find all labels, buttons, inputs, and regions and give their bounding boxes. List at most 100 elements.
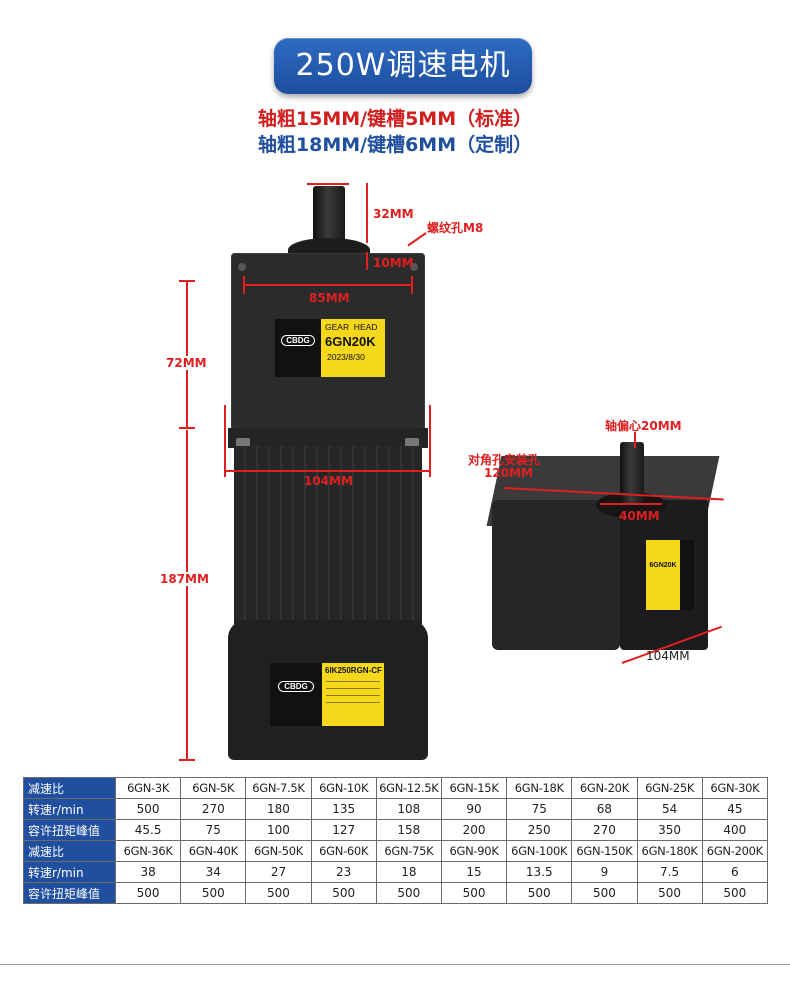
- table-cell: 6GN-36K: [114, 840, 182, 862]
- motor-front-view: CBDG GEAR HEAD 6GN20K 2023/8/30 CBDG 6IK…: [228, 186, 428, 760]
- table-cell: 6GN-75K: [375, 840, 442, 862]
- table-cell: 250: [506, 819, 573, 841]
- table-cell: 6GN-150K: [571, 840, 638, 862]
- gear-label-side-model: 6GN20K: [649, 562, 677, 569]
- table-cell: 6GN-15K: [440, 777, 508, 799]
- table-cell: 6GN-30K: [701, 777, 769, 799]
- screw: [238, 263, 246, 271]
- dim-diag-hole-value: 120MM: [484, 466, 533, 480]
- table-row-header: 减速比: [23, 777, 116, 799]
- table-row-header: 容许扭矩峰值: [23, 819, 116, 841]
- table-cell: 6GN-12.5K: [375, 777, 442, 799]
- dim-line: [186, 280, 188, 428]
- table-cell: 6GN-90K: [440, 840, 508, 862]
- dim-line: [600, 503, 662, 505]
- dim-tick: [179, 427, 195, 429]
- table-cell: 23: [310, 861, 377, 883]
- brand-logo: CBDG: [278, 681, 314, 692]
- table-cell: 75: [180, 819, 247, 841]
- dim-thread-hole: 螺纹孔M8: [427, 221, 484, 235]
- table-cell: 6GN-180K: [636, 840, 703, 862]
- table-row-header: 减速比: [23, 840, 116, 862]
- table-cell: 6GN-5K: [180, 777, 247, 799]
- shaft-spec-custom: 轴粗18MM/键槽6MM（定制）: [257, 134, 533, 156]
- dim-shaft-length: 32MM: [373, 207, 414, 221]
- table-cell: 100: [245, 819, 312, 841]
- table-cell: 270: [571, 819, 638, 841]
- table-cell: 500: [571, 882, 638, 904]
- dim-gearbox-height: 72MM: [166, 356, 207, 370]
- table-cell: 68: [571, 798, 638, 820]
- bottom-divider: [0, 964, 790, 965]
- table-cell: 34: [180, 861, 247, 883]
- table-cell: 18: [375, 861, 442, 883]
- table-cell: 500: [245, 882, 312, 904]
- table-cell: 6GN-25K: [636, 777, 703, 799]
- table-row-header: 容许扭矩峰值: [23, 882, 116, 904]
- dim-tick: [179, 280, 195, 282]
- table-cell: 6GN-60K: [310, 840, 377, 862]
- table-cell: 108: [375, 798, 442, 820]
- table-cell: 135: [310, 798, 377, 820]
- table-cell: 500: [114, 798, 182, 820]
- dim-diag-hole-title: 对角孔安装孔: [468, 453, 541, 467]
- table-cell: 350: [636, 819, 703, 841]
- table-cell: 6GN-10K: [310, 777, 377, 799]
- gearbox-side-view: 6GN20K: [480, 440, 730, 670]
- motor-label-fineprint: [326, 681, 380, 707]
- table-cell: 15: [440, 861, 508, 883]
- dim-tick: [179, 759, 195, 761]
- dim-body-width: 104MM: [304, 474, 353, 488]
- table-cell: 27: [245, 861, 312, 883]
- motor-label-model: 6IK250RGN-CF: [325, 666, 382, 675]
- table-cell: 6GN-18K: [506, 777, 573, 799]
- table-cell: 13.5: [506, 861, 573, 883]
- table-cell: 500: [636, 882, 703, 904]
- table-cell: 6GN-50K: [245, 840, 312, 862]
- dim-gearbox-side: 104MM: [646, 649, 690, 663]
- page-title: 250W调速电机: [274, 38, 532, 94]
- table-cell: 500: [114, 882, 182, 904]
- gear-label-line1: GEAR HEAD: [325, 322, 378, 332]
- gear-label-date: 2023/8/30: [327, 352, 365, 362]
- dim-line: [307, 183, 349, 185]
- dim-shaft-offset: 轴偏心20MM: [605, 419, 682, 433]
- table-cell: 6GN-100K: [506, 840, 573, 862]
- table-cell: 180: [245, 798, 312, 820]
- dim-tick: [411, 276, 413, 294]
- table-cell: 6GN-40K: [180, 840, 247, 862]
- table-cell: 54: [636, 798, 703, 820]
- table-cell: 500: [506, 882, 573, 904]
- motor-label: 6IK250RGN-CF: [322, 663, 384, 726]
- table-cell: 45: [701, 798, 769, 820]
- motor-label-logo-panel: CBDG: [270, 663, 322, 726]
- table-cell: 500: [440, 882, 508, 904]
- gear-label-logo-panel: CBDG: [275, 319, 321, 377]
- screw: [410, 263, 418, 271]
- table-cell: 127: [310, 819, 377, 841]
- table-cell: 200: [440, 819, 508, 841]
- table-cell: 500: [701, 882, 769, 904]
- table-cell: 6GN-20K: [571, 777, 638, 799]
- table-cell: 400: [701, 819, 769, 841]
- table-row-header: 转速r/min: [23, 798, 116, 820]
- dim-flange: 10MM: [373, 256, 414, 270]
- shaft-spec-standard: 轴粗15MM/键槽5MM（标准）: [257, 108, 533, 130]
- dim-line: [634, 432, 636, 448]
- table-cell: 6GN-200K: [701, 840, 769, 862]
- dim-tick: [429, 405, 431, 477]
- table-cell: 9: [571, 861, 638, 883]
- table-cell: 6GN-7.5K: [245, 777, 312, 799]
- gearbox-front-face: [492, 500, 620, 650]
- dim-tick: [224, 405, 226, 477]
- gearbox-flange: [228, 428, 428, 448]
- dim-boss-diameter: 40MM: [619, 509, 660, 523]
- gear-label: GEAR HEAD 6GN20K 2023/8/30: [321, 319, 385, 377]
- table-cell: 158: [375, 819, 442, 841]
